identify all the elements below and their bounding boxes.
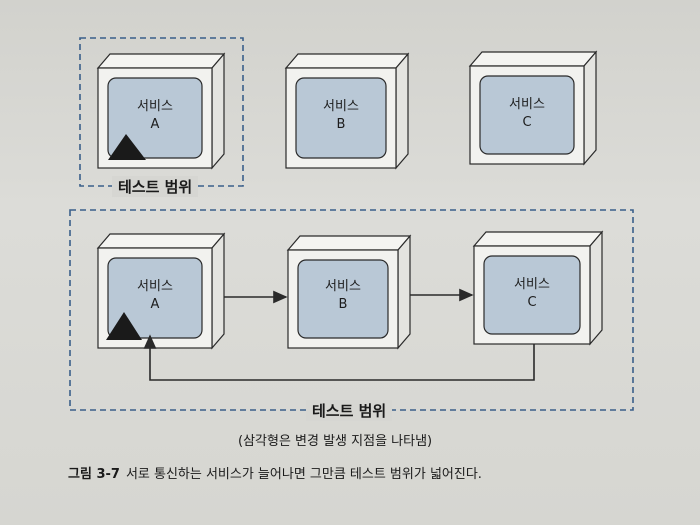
top-service-c-line2: C [522, 115, 532, 130]
top-change-triangle [108, 134, 146, 160]
top-service-c-line1: 서비스 [509, 97, 545, 112]
bottom-service-b-label: 서비스 B [298, 278, 388, 314]
top-service-c-box [468, 50, 598, 166]
figure-caption-text: 서로 통신하는 서비스가 늘어나면 그만큼 테스트 범위가 넓어진다. [125, 467, 482, 482]
bottom-service-c-label: 서비스 C [484, 276, 580, 312]
top-service-b-line2: B [336, 117, 346, 132]
arrow-c-to-a [143, 334, 535, 381]
bottom-service-a-line2: A [150, 297, 160, 312]
figure-number: 그림 3-7 [68, 467, 120, 482]
top-scope-label: 테스트 범위 [112, 176, 199, 197]
bottom-service-a-label: 서비스 A [108, 278, 202, 314]
triangle-note: (삼각형은 변경 발생 지점을 나타냄) [238, 434, 433, 449]
top-service-b-box [284, 52, 410, 170]
top-service-b-line1: 서비스 [323, 99, 359, 114]
bottom-service-b-line1: 서비스 [325, 279, 361, 294]
top-service-c-label: 서비스 C [480, 96, 574, 132]
top-service-a-box [96, 52, 226, 170]
top-service-b-label: 서비스 B [296, 98, 386, 134]
bottom-scope-label: 테스트 범위 [306, 400, 393, 421]
top-service-a-label: 서비스 A [108, 98, 202, 134]
bottom-change-triangle [106, 312, 142, 340]
bottom-service-c-line2: C [527, 295, 537, 310]
bottom-service-a-line1: 서비스 [137, 279, 173, 294]
bottom-service-b-box [286, 234, 412, 350]
bottom-service-c-box [472, 230, 604, 346]
figure-caption: 그림 3-7 서로 통신하는 서비스가 늘어나면 그만큼 테스트 범위가 넓어진다… [68, 463, 482, 482]
bottom-service-b-line2: B [338, 297, 348, 312]
bottom-service-a-box [96, 232, 226, 350]
bottom-service-c-line1: 서비스 [514, 277, 550, 292]
top-service-a-line2: A [150, 117, 160, 132]
top-service-a-line1: 서비스 [137, 99, 173, 114]
